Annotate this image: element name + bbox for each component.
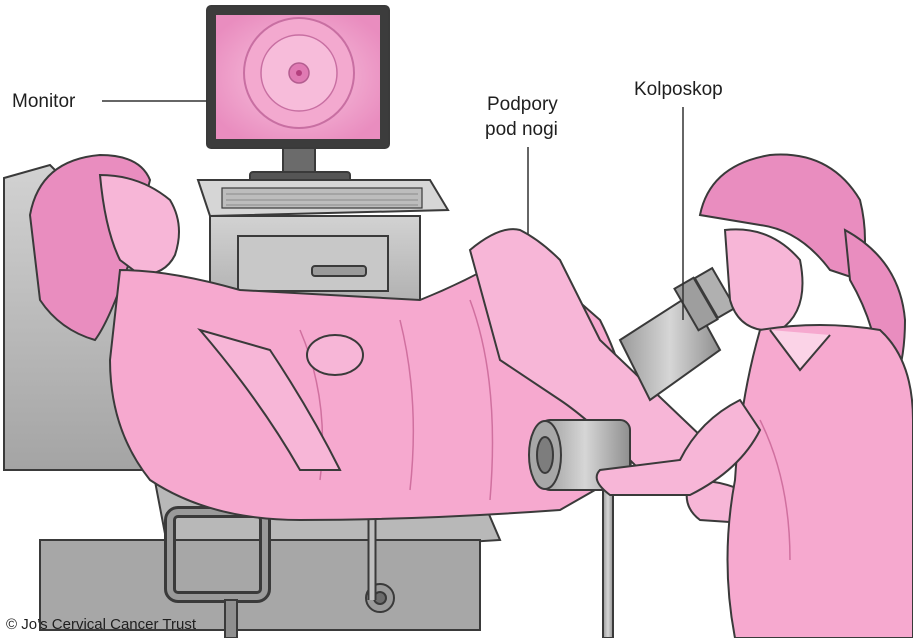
clinician-face [725, 229, 803, 330]
chair-post [225, 600, 237, 638]
monitor [207, 6, 389, 184]
label-leg-supports-line1: Podpory [487, 93, 558, 116]
cervix-image-os [296, 70, 302, 76]
label-leg-supports-line2: pod nogi [485, 118, 558, 141]
copyright-credit: © Jo’s Cervical Cancer Trust [6, 616, 196, 633]
label-colposcope: Kolposkop [634, 78, 723, 101]
patient-hands [307, 335, 363, 375]
label-monitor: Monitor [12, 90, 75, 113]
cart-drawer [238, 236, 388, 291]
cart-handle [312, 266, 366, 276]
clinician-body [728, 325, 913, 638]
